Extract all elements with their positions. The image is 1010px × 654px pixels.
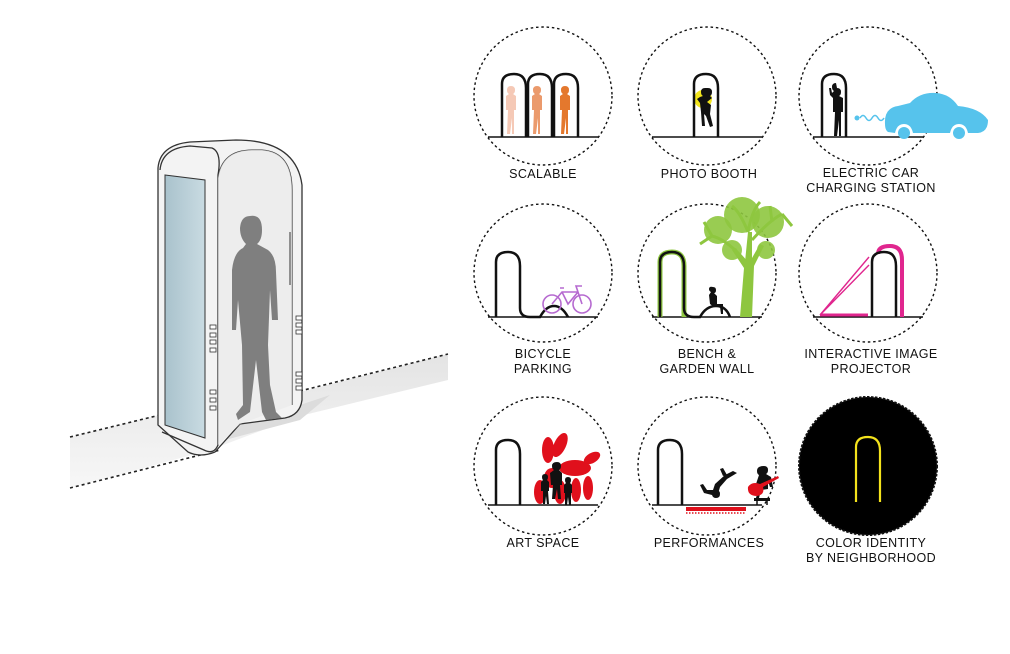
panel-performances: [637, 396, 779, 536]
panel-circle-filled: [798, 396, 938, 536]
label-performances: PERFORMANCES: [624, 536, 794, 551]
label-line: BY NEIGHBORHOOD: [805, 551, 937, 565]
portal-bench-outline: [658, 250, 732, 319]
portal-outline: [692, 72, 720, 137]
label-line: CHARGING STATION: [806, 181, 936, 195]
tree: [699, 197, 794, 317]
scalable-people: [506, 86, 570, 134]
label-line: PHOTO BOOTH: [660, 167, 758, 181]
label-line: ART SPACE: [506, 536, 580, 550]
projection-beam: [819, 256, 870, 316]
person-silhouette: [829, 83, 843, 136]
electric-car: [884, 92, 988, 133]
panel-circle: [473, 26, 613, 166]
label-bench: BENCH & GARDEN WALL: [622, 347, 792, 377]
scalable-portals: [500, 72, 580, 137]
panel-circle: [473, 396, 613, 536]
neighborhood-portal-outline: [854, 435, 882, 502]
portal-outline: [820, 72, 848, 137]
panel-bicycle: [473, 203, 613, 343]
guitar: [747, 476, 779, 496]
label-scalable: SCALABLE: [458, 167, 628, 182]
green-wall-strip: [657, 249, 687, 317]
label-projector: INTERACTIVE IMAGE PROJECTOR: [786, 347, 956, 377]
panel-bench-garden: [637, 197, 794, 343]
portal-outline: [870, 250, 898, 317]
ground-dotted-line: [69, 449, 221, 489]
portal-glass-panel: [164, 174, 206, 439]
person-silhouette: [697, 88, 713, 127]
label-line: GARDEN WALL: [659, 362, 755, 376]
person-silhouette: [560, 86, 570, 134]
portal-outline: [656, 438, 684, 505]
child-silhouette: [550, 462, 562, 499]
car-wheel: [898, 127, 910, 139]
panel-circle: [798, 203, 938, 343]
portal-illustration: [69, 139, 449, 489]
stool: [754, 498, 770, 501]
portal-bench-outline: [494, 250, 570, 319]
panel-circle: [637, 26, 777, 166]
ground-dotted-line: [299, 353, 449, 392]
label-line: PARKING: [513, 362, 573, 376]
panel-circle: [637, 396, 777, 536]
label-line: COLOR IDENTITY: [815, 536, 927, 550]
panel-circle: [473, 203, 613, 343]
projector-accent: [876, 243, 904, 317]
label-line: PERFORMANCES: [653, 536, 765, 550]
person-silhouette: [506, 86, 516, 134]
label-line: INTERACTIVE IMAGE: [804, 347, 938, 361]
panel-art-space: [473, 396, 613, 536]
label-line: BICYCLE: [514, 347, 572, 361]
label-color-identity: COLOR IDENTITY BY NEIGHBORHOOD: [786, 536, 956, 566]
label-line: PROJECTOR: [830, 362, 912, 376]
portal-front-rim: [159, 145, 220, 453]
car-wheel: [953, 127, 965, 139]
panel-photo-booth: [637, 26, 777, 166]
label-line: ELECTRIC CAR: [822, 166, 920, 180]
label-line: BENCH &: [677, 347, 737, 361]
label-photo-booth: PHOTO BOOTH: [624, 167, 794, 182]
stage-strip: [686, 507, 746, 511]
panel-color-identity: [798, 396, 938, 536]
label-art-space: ART SPACE: [458, 536, 628, 551]
label-electric-car: ELECTRIC CAR CHARGING STATION: [786, 166, 956, 196]
panel-circle: [798, 26, 938, 166]
child-silhouette: [541, 474, 549, 504]
person-silhouette: [232, 215, 282, 420]
panel-scalable: [473, 26, 613, 166]
panel-electric-car: [798, 26, 988, 166]
charging-plug: [854, 115, 860, 121]
bicycle: [542, 285, 592, 314]
label-bicycle: BICYCLE PARKING: [458, 347, 628, 377]
breakdancer-silhouette: [700, 468, 737, 498]
person-silhouette: [532, 86, 542, 134]
panel-circle: [637, 203, 777, 343]
charging-cable: [859, 114, 885, 122]
child-silhouette: [564, 477, 572, 505]
portal-side-buttons: [209, 315, 303, 411]
label-line: SCALABLE: [509, 167, 577, 181]
panel-projector: [798, 203, 938, 343]
portal-outline: [494, 438, 522, 505]
seated-person-silhouette: [709, 286, 723, 314]
